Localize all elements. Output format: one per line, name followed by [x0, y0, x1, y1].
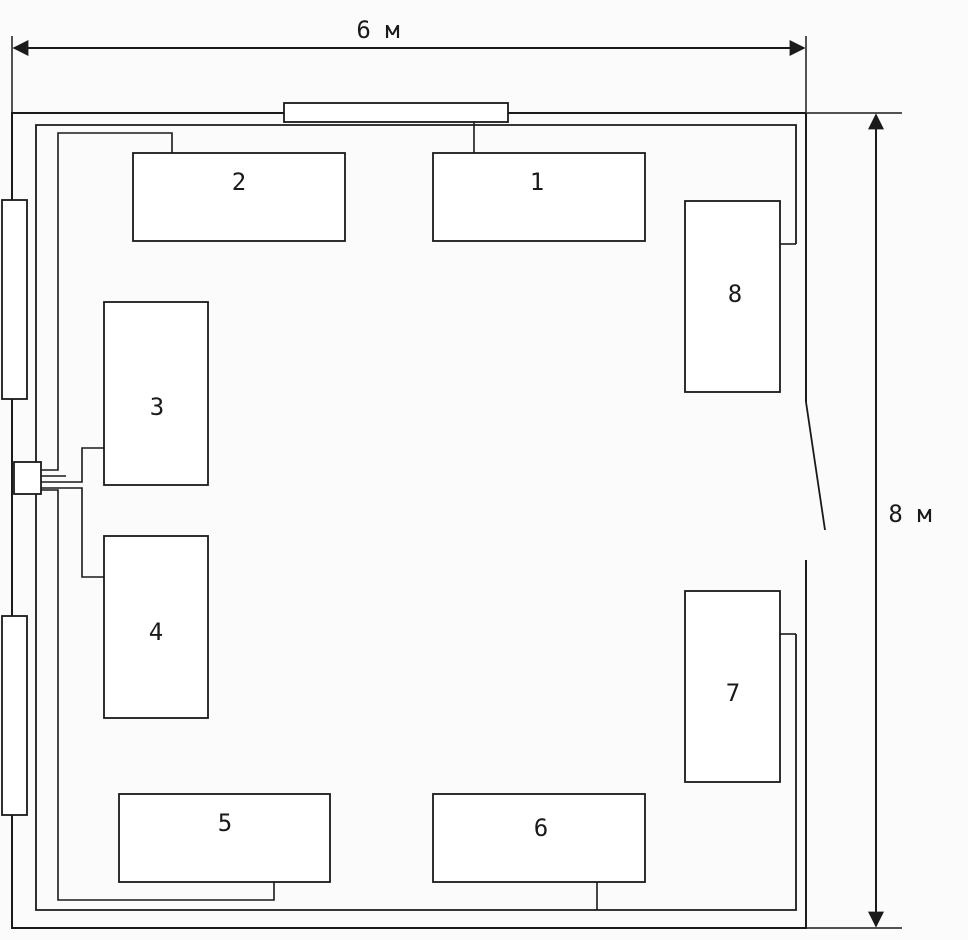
desk-5-label: 5: [218, 809, 232, 837]
desk-6: 6: [432, 793, 646, 883]
desk-2: 2: [132, 152, 346, 242]
desk-3-label: 3: [150, 393, 164, 421]
desk-2-box: [132, 152, 346, 242]
window-top: [283, 102, 509, 123]
desk-3-box: [103, 301, 209, 486]
outer-wall: [11, 112, 807, 929]
room-walls: [11, 112, 826, 929]
inner-wall: [35, 124, 797, 911]
windows: [1, 102, 509, 816]
width-dimension: 6 м: [11, 16, 807, 112]
desk-7-label: 7: [726, 679, 740, 707]
cable-desk-3: [41, 447, 104, 483]
desk-2-label: 2: [232, 168, 246, 196]
height-dimension: 8 м: [806, 112, 932, 929]
height-label: 8 м: [888, 500, 931, 528]
desk-4-label: 4: [149, 618, 163, 646]
desk-8-label: 8: [728, 280, 742, 308]
desk-3: 3: [103, 301, 209, 486]
desk-1-box: [432, 152, 646, 242]
desk-4-box: [103, 535, 209, 719]
desk-8-box: [684, 200, 781, 393]
cable-desk-2: [41, 132, 173, 471]
desk-7-box: [684, 590, 781, 783]
cable-desk-4: [41, 487, 104, 578]
cable-desk-5: [41, 489, 275, 901]
desk-6-box: [432, 793, 646, 883]
window-left-upper: [1, 199, 28, 400]
desk-6-label: 6: [534, 814, 548, 842]
desk-8: 8: [684, 200, 781, 393]
cables: [41, 122, 796, 910]
network-hub: [13, 461, 42, 495]
desk-1-label: 1: [530, 168, 544, 196]
door: [805, 401, 826, 531]
desk-1: 1: [432, 152, 646, 242]
desk-5: 5: [118, 793, 331, 883]
desk-5-box: [118, 793, 331, 883]
window-left-lower: [1, 615, 28, 816]
desk-7: 7: [684, 590, 781, 783]
width-label: 6 м: [356, 16, 399, 44]
desk-4: 4: [103, 535, 209, 719]
